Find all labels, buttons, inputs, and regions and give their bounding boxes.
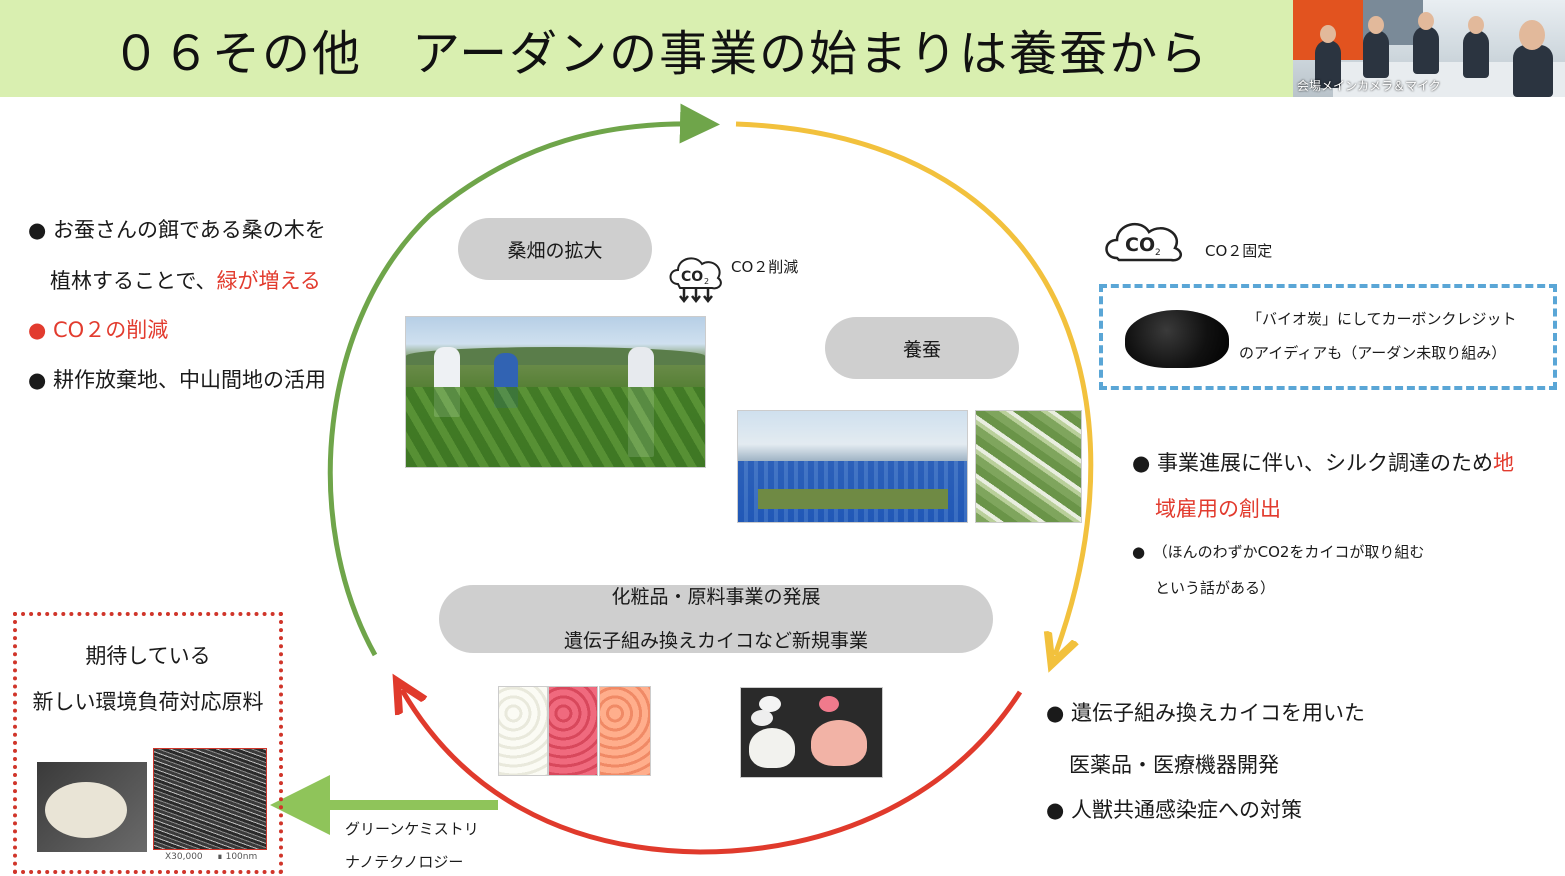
silkworms-on-leaves-photo	[975, 410, 1082, 523]
left-point-1-text: お蚕さんの餌である桑の木を	[53, 218, 326, 242]
sem-bar-label: ∎ 100nm	[217, 852, 258, 862]
svg-text:CO: CO	[1125, 234, 1155, 256]
svg-text:2: 2	[1155, 248, 1161, 258]
photo-liquid-drop	[45, 782, 127, 838]
video-participant	[1315, 40, 1341, 88]
expected-material-line1: 期待している	[85, 644, 211, 668]
expected-material-line2: 新しい環境負荷対応原料	[32, 690, 264, 714]
video-participant	[1463, 30, 1489, 78]
video-participant	[1513, 45, 1553, 97]
svg-text:CO: CO	[681, 269, 703, 285]
left-point-2-text: CO２の削減	[53, 318, 169, 342]
bottom-right-point-2-text: 人獣共通感染症への対策	[1071, 798, 1302, 822]
left-point-3: ● 耕作放棄地、中山間地の活用	[28, 368, 326, 392]
white-cocoons-photo	[498, 686, 548, 776]
mulberry-field-photo	[405, 316, 706, 468]
pill-sericulture: 養蚕	[825, 317, 1019, 379]
expected-material-box: 期待している 新しい環境負荷対応原料 X30,000 ∎ 100nm	[13, 612, 283, 874]
bottom-right-point-1-text: 遺伝子組み換えカイコを用いた	[1071, 701, 1365, 725]
nanotechnology-label: ナノテクノロジー	[345, 853, 464, 871]
material-liquid-photo	[37, 762, 147, 852]
bottom-right-point-1-cont: 医薬品・医療機器開発	[1069, 753, 1279, 777]
sem-scale-label: X30,000	[165, 852, 203, 862]
right-subpoint: ● （ほんのわずかCO2をカイコが取り組む	[1132, 543, 1425, 561]
video-participant-head	[1468, 16, 1484, 34]
silkworm-rearing-room-photo	[737, 410, 968, 523]
left-point-1-cont: 植林することで、緑が増える	[50, 271, 321, 292]
pill-mulberry-expansion: 桑畑の拡大	[458, 218, 652, 280]
left-point-3-text: 耕作放棄地、中山間地の活用	[53, 368, 326, 392]
right-point-1-cont: 域雇用の創出	[1155, 497, 1281, 521]
video-participant-head	[1519, 20, 1545, 50]
biochar-text-line1: 「バイオ炭」にしてカーボンクレジット	[1247, 310, 1517, 328]
bottom-right-point-1: ● 遺伝子組み換えカイコを用いた	[1046, 701, 1365, 725]
video-participant	[1413, 26, 1439, 74]
camera-video-thumbnail[interactable]: 会場メインカメラ＆マイク	[1293, 0, 1565, 97]
photo-cocoon-pink	[819, 696, 839, 712]
photo-pink-powder	[811, 720, 867, 766]
orange-cocoons-photo	[599, 686, 651, 776]
right-subpoint-text: （ほんのわずかCO2をカイコが取り組む	[1160, 543, 1425, 561]
co2-reduce-icon: CO 2	[666, 250, 726, 306]
biochar-idea-box: 「バイオ炭」にしてカーボンクレジット のアイディアも（アーダン未取り組み）	[1099, 284, 1557, 390]
right-point-1-text: 事業進展に伴い、シルク調達のため	[1157, 451, 1493, 475]
photo-white-powder	[749, 728, 795, 768]
co2-fix-label: CO２固定	[1205, 242, 1273, 260]
sem-bar-text: 100nm	[225, 852, 258, 862]
pink-cocoons-photo	[548, 686, 598, 776]
camera-label: 会場メインカメラ＆マイク	[1297, 79, 1441, 93]
red-cycle-arc	[402, 690, 1023, 855]
pill-cosmetics-line1: 化粧品・原料事業の発展	[611, 586, 821, 608]
green-chemistry-label: グリーンケミストリ	[345, 820, 479, 838]
left-point-1: ● お蚕さんの餌である桑の木を	[28, 218, 326, 242]
right-subpoint-cont: という話がある）	[1155, 579, 1276, 597]
sem-micrograph-photo	[153, 748, 267, 850]
video-participant-head	[1418, 12, 1434, 30]
left-point-1-red-text: 緑が増える	[216, 269, 321, 293]
right-point-1-red-text: 地	[1493, 451, 1514, 475]
svg-text:2: 2	[704, 277, 709, 286]
left-point-1-cont-text: 植林することで、	[50, 269, 217, 293]
slide-title: ０６その他 アーダンの事業の始まりは養蚕から	[112, 26, 1210, 82]
biochar-image	[1125, 310, 1229, 368]
video-participant-head	[1368, 16, 1384, 34]
silk-powder-photo	[740, 687, 883, 778]
biochar-text-line2: のアイディアも（アーダン未取り組み）	[1239, 344, 1507, 362]
pill-cosmetics-line2: 遺伝子組み換えカイコなど新規事業	[563, 630, 868, 652]
photo-leaf-bed	[758, 489, 948, 509]
co2-reduce-label: CO２削減	[731, 258, 799, 276]
photo-cocoon-white	[759, 696, 781, 712]
co2-fix-icon: CO 2	[1103, 214, 1191, 266]
bottom-right-point-2: ● 人獣共通感染症への対策	[1046, 798, 1302, 822]
left-point-2: ● CO２の削減	[28, 318, 169, 342]
photo-foliage	[406, 387, 705, 467]
video-participant	[1363, 30, 1389, 78]
photo-cocoon-white	[751, 710, 773, 726]
green-cycle-arc	[327, 103, 720, 657]
video-participant-head	[1320, 25, 1336, 43]
yellow-cycle-arc	[735, 121, 1094, 655]
pill-cosmetics-development: 化粧品・原料事業の発展 遺伝子組み換えカイコなど新規事業	[439, 585, 993, 653]
right-point-1: ● 事業進展に伴い、シルク調達のため地	[1132, 451, 1514, 475]
